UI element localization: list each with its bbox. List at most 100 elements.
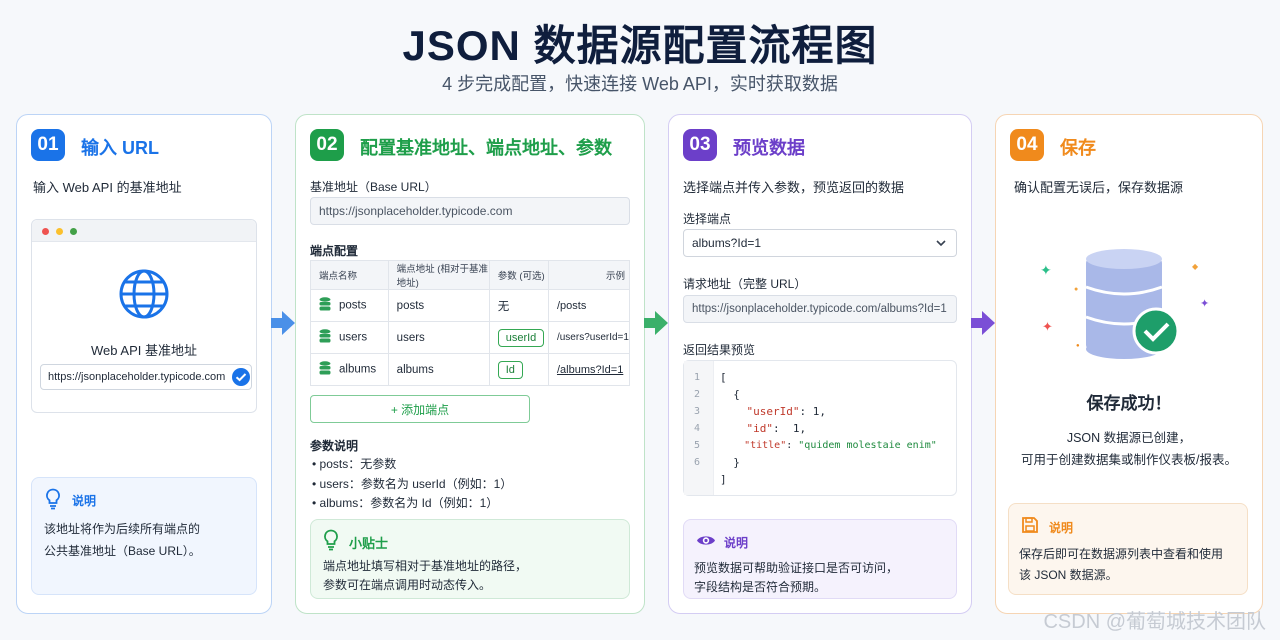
endpoint-example: /posts (547, 289, 631, 322)
svg-text:●: ● (1074, 286, 1078, 293)
arrow-right-icon (271, 311, 295, 335)
code-line: [ (720, 371, 727, 384)
endpoint-path: users (387, 321, 490, 354)
svg-text:✦: ✦ (1040, 262, 1052, 278)
globe-icon (119, 269, 169, 319)
endpoint-select[interactable]: albums?Id=1 (683, 229, 957, 257)
step-4-title: 保存 (1060, 138, 1096, 158)
code-line: "title": "quidem molestaie enim" (720, 440, 937, 451)
list-item: • posts：无参数 (312, 457, 397, 471)
step-4-note-title: 说明 (1049, 521, 1074, 535)
svg-text:◆: ◆ (1192, 262, 1199, 271)
database-icon (319, 297, 331, 314)
base-url-input[interactable]: https://jsonplaceholder.typicode.com (40, 364, 252, 390)
page-title: JSON 数据源配置流程图 (402, 22, 878, 69)
select-endpoint-label: 选择端点 (683, 212, 732, 226)
step-3-desc: 选择端点并传入参数，预览返回的数据 (683, 180, 905, 195)
line-number: 5 (694, 440, 701, 451)
step-1-note-title: 说明 (72, 494, 97, 508)
svg-text:✦: ✦ (1200, 298, 1209, 310)
browser-label: Web API 基准地址 (91, 343, 197, 358)
code-line: { (720, 388, 740, 401)
code-line: "userId": 1, (720, 405, 826, 418)
params-list: • posts：无参数 • users：参数名为 userId（例如：1） • … (312, 455, 512, 514)
preview-label: 返回结果预览 (683, 343, 756, 357)
tip-line1: 端点地址填写相对于基准地址的路径， (323, 559, 528, 573)
step-1-badge: 01 (31, 129, 65, 161)
params-title: 参数说明 (310, 439, 359, 453)
column-header: 示例 (547, 260, 631, 290)
endpoint-example: /albums?Id=1 (547, 353, 631, 386)
minimize-dot-icon (56, 228, 63, 235)
lightbulb-icon (46, 488, 60, 510)
request-url-label: 请求地址（完整 URL） (683, 277, 807, 291)
line-number: 6 (694, 457, 701, 468)
save-icon (1022, 517, 1038, 533)
line-number: 3 (694, 406, 701, 417)
step-4-card: 04 保存 确认配置无误后，保存数据源 ✦ ● ✦ ● ◆ ✦ 保存成功！ JS… (995, 114, 1263, 614)
base-url-label: 基准地址（Base URL） (310, 180, 437, 194)
database-success-icon: ✦ ● ✦ ● ◆ ✦ (1040, 249, 1209, 359)
endpoint-example: /users?userId=1 (547, 321, 631, 354)
step-1-card: 01 输入 URL 输入 Web API 的基准地址 Web API 基准地址 … (16, 114, 272, 614)
step-1-note-line1: 该地址将作为后续所有端点的 (44, 522, 201, 536)
step-2-badge: 02 (310, 129, 344, 161)
step-3-title: 预览数据 (733, 138, 805, 158)
tip-line2: 参数可在端点调用时动态传入。 (323, 578, 492, 592)
code-line: ] (720, 473, 727, 486)
base-url-field[interactable]: https://jsonplaceholder.typicode.com (310, 197, 630, 225)
browser-mockup: Web API 基准地址 https://jsonplaceholder.typ… (31, 219, 257, 413)
step-4-note-line1: 保存后即可在数据源列表中查看和使用 (1019, 547, 1224, 561)
arrow-right-icon (971, 311, 995, 335)
step-3-badge: 03 (683, 129, 717, 161)
step-4-note-line2: 该 JSON 数据源。 (1019, 568, 1118, 582)
close-dot-icon (42, 228, 49, 235)
watermark: CSDN @葡萄城技术团队 (1043, 611, 1266, 633)
table-row[interactable]: albums albums Id /albums?Id=1 (310, 353, 631, 386)
table-row[interactable]: posts posts 无 /posts (310, 289, 631, 322)
chevron-down-icon (936, 240, 946, 247)
endpoint-name: users (339, 331, 368, 344)
endpoint-name: posts (339, 299, 367, 312)
base-url-value: https://jsonplaceholder.typicode.com (48, 371, 226, 383)
step-1-title: 输入 URL (81, 138, 159, 158)
database-icon (319, 329, 331, 346)
step-4-badge: 04 (1010, 129, 1044, 161)
line-number: 2 (694, 389, 701, 400)
page-subtitle: 4 步完成配置，快速连接 Web API，实时获取数据 (442, 74, 838, 94)
endpoints-label: 端点配置 (310, 244, 359, 258)
step-3-note-line1: 预览数据可帮助验证接口是否可访问， (694, 561, 899, 575)
request-url-field[interactable]: https://jsonplaceholder.typicode.com/alb… (683, 295, 957, 323)
step-3-card: 03 预览数据 选择端点并传入参数，预览返回的数据 选择端点 albums?Id… (668, 114, 972, 614)
line-number: 1 (694, 372, 701, 383)
code-line: "id": 1, (720, 422, 807, 435)
save-success-line2: 可用于创建数据集或制作仪表板/报表。 (1021, 453, 1237, 467)
json-preview: 1 2 3 4 5 6 [ { "userId": 1, "id": 1, "t… (683, 360, 957, 496)
save-success-line1: JSON 数据源已创建， (1066, 431, 1192, 445)
column-header: 端点名称 (310, 260, 389, 290)
endpoint-select-value: albums?Id=1 (692, 236, 762, 250)
step-4-note: 说明 保存后即可在数据源列表中查看和使用 该 JSON 数据源。 (1008, 503, 1248, 595)
eye-icon (697, 536, 715, 545)
endpoints-table: 端点名称 端点地址 (相对于基准地址) 参数 (可选) 示例 posts pos… (310, 260, 631, 386)
line-number: 4 (694, 423, 701, 434)
step-1-note-line2: 公共基准地址（Base URL）。 (44, 544, 201, 558)
table-row[interactable]: users users userId /users?userId=1 (310, 321, 631, 354)
step-2-card: 02 配置基准地址、端点地址、参数 基准地址（Base URL） https:/… (295, 114, 645, 614)
step-3-note: 说明 预览数据可帮助验证接口是否可访问， 字段结构是否符合预期。 (683, 519, 957, 599)
arrow-right-icon (644, 311, 668, 335)
endpoint-name: albums (339, 363, 377, 376)
column-header: 参数 (可选) (488, 260, 549, 290)
save-success-text: 保存成功！ (1086, 394, 1172, 413)
step-2-title: 配置基准地址、端点地址、参数 (360, 138, 612, 158)
param-tag: Id (497, 360, 523, 379)
check-circle-icon (232, 368, 250, 386)
database-icon (319, 361, 331, 378)
column-header: 端点地址 (相对于基准地址) (387, 260, 490, 290)
add-endpoint-button[interactable]: + 添加端点 (310, 395, 530, 423)
maximize-dot-icon (70, 228, 77, 235)
lightbulb-icon (324, 529, 338, 551)
step-3-note-line2: 字段结构是否符合预期。 (694, 580, 827, 594)
step-1-desc: 输入 Web API 的基准地址 (33, 180, 182, 195)
list-item: • albums：参数名为 Id（例如：1） (312, 496, 499, 510)
